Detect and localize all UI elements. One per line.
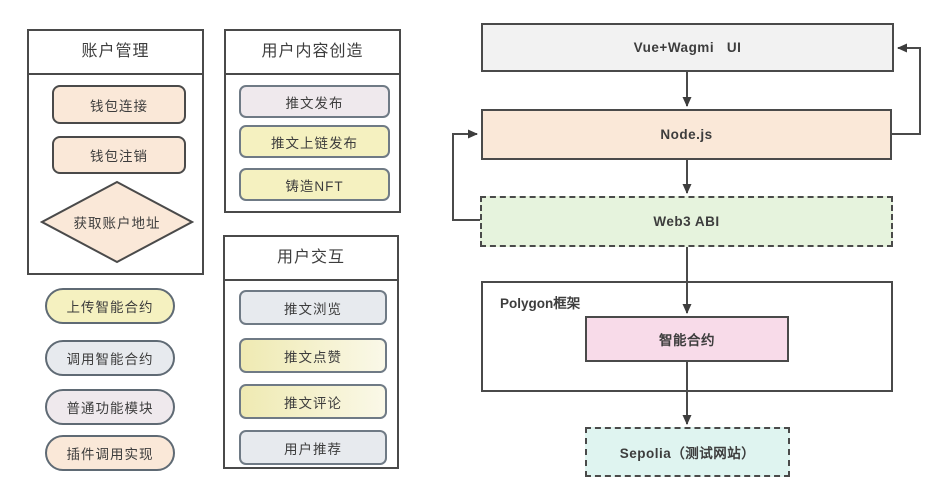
tweet-like-box: 推文点赞 (239, 338, 387, 373)
tweet-onchain-box: 推文上链发布 (239, 125, 390, 158)
nodejs-box: Node.js (481, 109, 892, 160)
get-address-label: 获取账户地址 (73, 216, 161, 231)
wallet-logout-box: 钱包注销 (52, 136, 186, 174)
arrow-web3-to-node-loop (452, 129, 480, 221)
interaction-panel-title: 用户交互 (225, 237, 397, 281)
account-panel-title: 账户管理 (29, 31, 202, 75)
content-panel-title: 用户内容创造 (226, 31, 399, 75)
get-address-diamond: 获取账户地址 (39, 180, 195, 264)
web3-abi-box: Web3 ABI (480, 196, 893, 247)
upload-contract-pill: 上传智能合约 (45, 288, 175, 324)
sepolia-box: Sepolia（测试网站） (585, 427, 790, 477)
diamond-shape-icon (39, 180, 195, 264)
tweet-browse-box: 推文浏览 (239, 290, 387, 325)
smart-contract-box: 智能合约 (585, 316, 789, 362)
tweet-publish-box: 推文发布 (239, 85, 390, 118)
call-contract-pill: 调用智能合约 (45, 340, 175, 376)
tweet-comment-box: 推文评论 (239, 384, 387, 419)
wallet-connect-box: 钱包连接 (52, 85, 186, 124)
polygon-framework-label: Polygon框架 (500, 296, 581, 311)
user-recommend-box: 用户推荐 (239, 430, 387, 465)
mint-nft-box: 铸造NFT (239, 168, 390, 201)
normal-module-pill: 普通功能模块 (45, 389, 175, 425)
user-interaction-panel: 用户交互 推文浏览 推文点赞 推文评论 用户推荐 (223, 235, 399, 469)
plugin-call-pill: 插件调用实现 (45, 435, 175, 471)
content-creation-panel: 用户内容创造 推文发布 推文上链发布 铸造NFT (224, 29, 401, 213)
arrow-node-to-ui-loop (892, 43, 921, 135)
account-management-panel: 账户管理 钱包连接 钱包注销 获取账户地址 (27, 29, 204, 275)
vue-wagmi-ui-box: Vue+Wagmi UI (481, 23, 894, 72)
